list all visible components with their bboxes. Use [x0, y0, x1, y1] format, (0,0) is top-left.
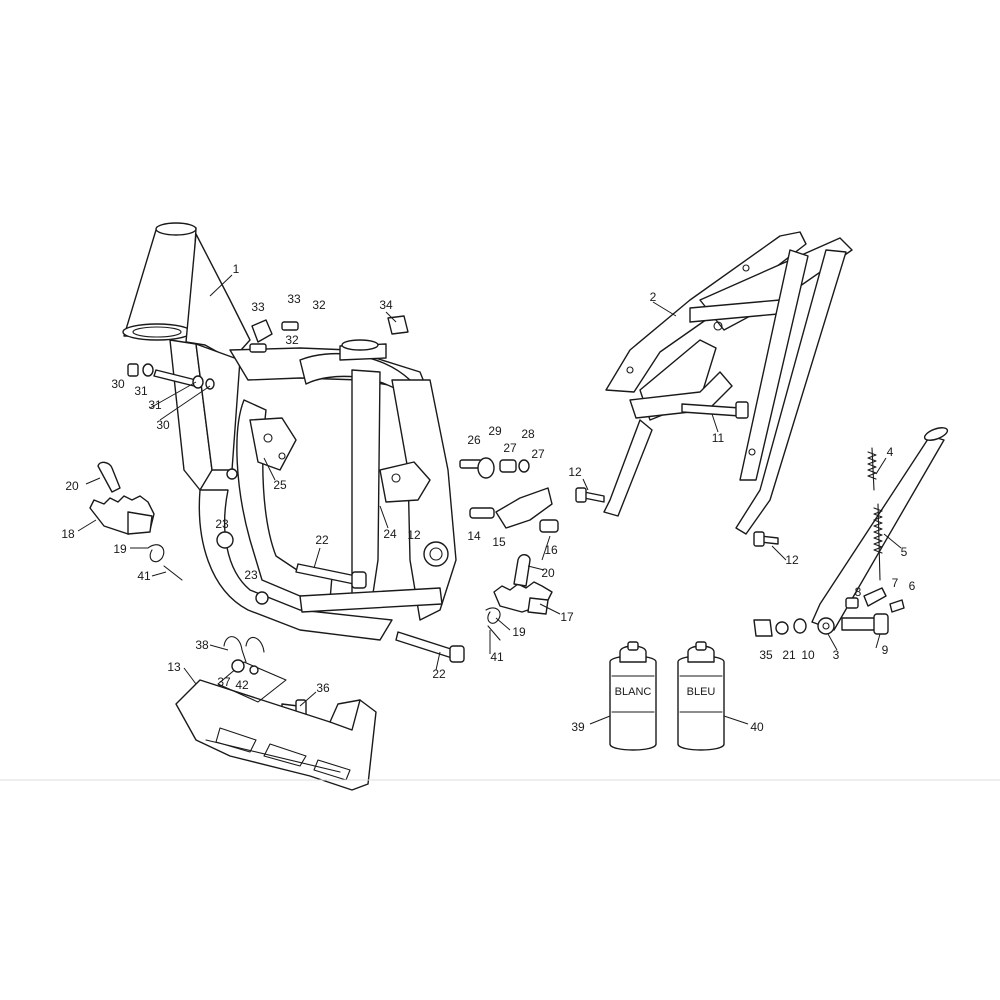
callout-22: 22	[432, 667, 446, 681]
callout-9: 9	[882, 643, 889, 657]
callout-42: 42	[235, 678, 249, 692]
callout-7: 7	[892, 576, 899, 590]
callout-27: 27	[531, 447, 545, 461]
bolts	[281, 401, 779, 717]
upper-hardware	[127, 315, 409, 390]
main-frame	[122, 222, 457, 641]
spray-can-white: BLANC	[609, 641, 657, 751]
callout-33: 33	[251, 300, 265, 314]
callout-17: 17	[560, 610, 574, 624]
callout-34: 34	[379, 298, 393, 312]
callout-38: 38	[195, 638, 209, 652]
skid-plate	[175, 636, 377, 791]
callout-12: 12	[407, 528, 421, 542]
callout-39: 39	[571, 720, 585, 734]
callout-27: 27	[503, 441, 517, 455]
callout-29: 29	[488, 424, 502, 438]
callout-19: 19	[512, 625, 526, 639]
callout-5: 5	[901, 545, 908, 559]
callout-18: 18	[61, 527, 75, 541]
callout-35: 35	[759, 648, 773, 662]
spray-can-blue-label: BLEU	[687, 686, 716, 698]
callout-31: 31	[134, 384, 148, 398]
spray-can-white-label: BLANC	[615, 686, 652, 698]
callout-25: 25	[273, 478, 287, 492]
stand-hardware	[753, 587, 905, 637]
callout-22: 22	[315, 533, 329, 547]
leader-lines	[77, 274, 902, 725]
callout-36: 36	[316, 681, 330, 695]
callout-37: 37	[217, 675, 231, 689]
callout-12: 12	[785, 553, 799, 567]
callout-31: 31	[148, 398, 162, 412]
callout-2: 2	[650, 290, 657, 304]
callout-26: 26	[467, 433, 481, 447]
callout-40: 40	[750, 720, 764, 734]
callout-11: 11	[712, 431, 725, 445]
callout-13: 13	[167, 660, 181, 674]
footpeg-right	[485, 554, 553, 641]
callout-41: 41	[137, 569, 151, 583]
callout-20: 20	[65, 479, 79, 493]
callout-32: 32	[312, 298, 326, 312]
callout-41: 41	[490, 650, 504, 664]
footpeg-left	[89, 461, 183, 581]
spray-can-blue: BLEU	[677, 641, 725, 751]
callout-15: 15	[492, 535, 506, 549]
callout-30: 30	[111, 377, 125, 391]
head-tube	[122, 222, 197, 341]
callout-14: 14	[467, 529, 481, 543]
callout-21: 21	[782, 648, 796, 662]
callout-24: 24	[383, 527, 397, 541]
callout-12: 12	[568, 465, 582, 479]
callout-33: 33	[287, 292, 301, 306]
callout-4: 4	[887, 445, 894, 459]
callout-28: 28	[521, 427, 535, 441]
callout-16: 16	[544, 543, 558, 557]
pedal-pivot-parts	[459, 457, 559, 533]
callout-1: 1	[233, 262, 240, 276]
callout-19: 19	[113, 542, 127, 556]
rear-subframe	[603, 231, 853, 535]
callout-10: 10	[801, 648, 815, 662]
callout-23: 23	[215, 517, 229, 531]
callout-3: 3	[833, 648, 840, 662]
callout-8: 8	[855, 585, 862, 599]
callout-30: 30	[156, 418, 170, 432]
callout-23: 23	[244, 568, 258, 582]
callout-6: 6	[909, 579, 916, 593]
callout-20: 20	[541, 566, 555, 580]
side-stand	[811, 427, 949, 635]
callout-32: 32	[285, 333, 299, 347]
